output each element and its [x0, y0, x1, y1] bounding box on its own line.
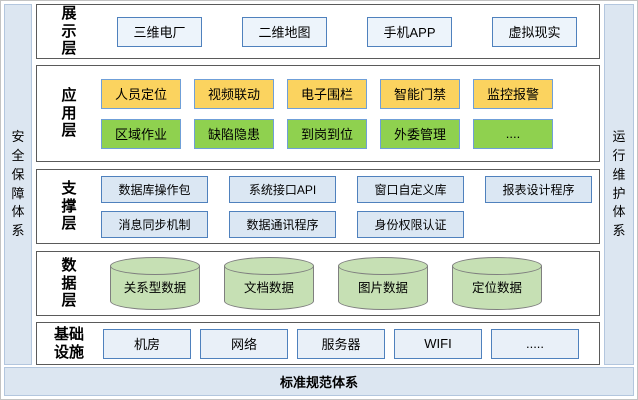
module-box: 缺陷隐患	[194, 118, 274, 149]
bottom-rail-label: 标准规范体系	[279, 375, 358, 390]
module-box: 机房	[103, 328, 191, 359]
layer-application-label-cell: 应用层	[37, 66, 101, 161]
layer-support-label-cell: 支撑层	[37, 170, 101, 243]
layer-data: 数据层 关系型数据 文档数据 图片数据	[36, 251, 600, 316]
bottom-rail: 标准规范体系	[4, 367, 634, 396]
layer-label: 基础设施	[53, 325, 84, 361]
layer-support: 支撑层 数据库操作包 系统接口API 窗口自定义库 报表设计程序 消息同步机制 …	[36, 169, 600, 244]
layer-application-content: 人员定位 视频联动 电子围栏 智能门禁 监控报警 区域作业 缺陷隐患 到岗到位 …	[101, 66, 599, 161]
left-rail-label: 安全保障体系	[11, 128, 25, 239]
module-box: 电子围栏	[287, 78, 367, 109]
cylinder-top	[338, 257, 428, 275]
module-box: 数据通讯程序	[229, 210, 336, 238]
layer-label: 支撑层	[61, 179, 77, 233]
left-rail: 安全保障体系	[4, 4, 32, 365]
support-row-2: 消息同步机制 数据通讯程序 身份权限认证	[101, 210, 599, 238]
module-box: 二维地图	[242, 16, 327, 47]
layer-support-content: 数据库操作包 系统接口API 窗口自定义库 报表设计程序 消息同步机制 数据通讯…	[101, 170, 599, 243]
cylinder-label: 图片数据	[357, 281, 408, 295]
application-row-2: 区域作业 缺陷隐患 到岗到位 外委管理 ....	[101, 118, 599, 149]
support-row-1: 数据库操作包 系统接口API 窗口自定义库 报表设计程序	[101, 175, 599, 203]
right-rail: 运行维护体系	[604, 4, 634, 365]
layer-label: 数据层	[61, 256, 77, 310]
layer-presentation-label-cell: 展示层	[37, 5, 101, 58]
module-box: 区域作业	[101, 118, 181, 149]
module-box: 窗口自定义库	[357, 175, 464, 203]
module-box: 消息同步机制	[101, 210, 208, 238]
layer-data-label-cell: 数据层	[37, 252, 101, 315]
module-box: 数据库操作包	[101, 175, 208, 203]
layer-data-content: 关系型数据 文档数据 图片数据 定位数据	[101, 252, 599, 315]
module-box: WIFI	[394, 328, 482, 359]
module-box: 视频联动	[194, 78, 274, 109]
module-box: 服务器	[297, 328, 385, 359]
layer-label: 应用层	[61, 86, 77, 140]
layer-stack: 展示层 三维电厂 二维地图 手机APP 虚拟现实 应用层 人员定位 视频联动 电…	[36, 4, 600, 365]
database-cylinder-icon: 关系型数据	[110, 257, 200, 310]
module-box: 外委管理	[380, 118, 460, 149]
layer-application: 应用层 人员定位 视频联动 电子围栏 智能门禁 监控报警 区域作业 缺陷隐患 到…	[36, 65, 600, 162]
layer-infrastructure-content: 机房 网络 服务器 WIFI .....	[101, 323, 599, 364]
module-box: 智能门禁	[380, 78, 460, 109]
cylinder-label: 文档数据	[243, 281, 294, 295]
application-row-1: 人员定位 视频联动 电子围栏 智能门禁 监控报警	[101, 78, 599, 109]
module-box: 人员定位	[101, 78, 181, 109]
cylinder-top	[224, 257, 314, 275]
module-box: 手机APP	[367, 16, 452, 47]
module-box: .....	[491, 328, 579, 359]
module-box: 报表设计程序	[485, 175, 592, 203]
module-box: 虚拟现实	[492, 16, 577, 47]
database-cylinder-icon: 定位数据	[452, 257, 542, 310]
module-box: ....	[473, 118, 553, 149]
module-box: 身份权限认证	[357, 210, 464, 238]
cylinder-top	[110, 257, 200, 275]
layer-label: 展示层	[61, 4, 77, 58]
layer-infrastructure: 基础设施 机房 网络 服务器 WIFI .....	[36, 322, 600, 365]
right-rail-label: 运行维护体系	[612, 128, 626, 239]
module-box: 网络	[200, 328, 288, 359]
module-box: 系统接口API	[229, 175, 336, 203]
layer-presentation: 展示层 三维电厂 二维地图 手机APP 虚拟现实	[36, 4, 600, 59]
layer-infrastructure-label-cell: 基础设施	[37, 323, 101, 364]
database-cylinder-icon: 文档数据	[224, 257, 314, 310]
layer-presentation-content: 三维电厂 二维地图 手机APP 虚拟现实	[101, 5, 599, 58]
module-box: 三维电厂	[117, 16, 202, 47]
database-cylinder-icon: 图片数据	[338, 257, 428, 310]
cylinder-label: 关系型数据	[123, 281, 187, 295]
cylinder-label: 定位数据	[471, 281, 522, 295]
module-box: 到岗到位	[287, 118, 367, 149]
cylinder-top	[452, 257, 542, 275]
module-box: 监控报警	[473, 78, 553, 109]
